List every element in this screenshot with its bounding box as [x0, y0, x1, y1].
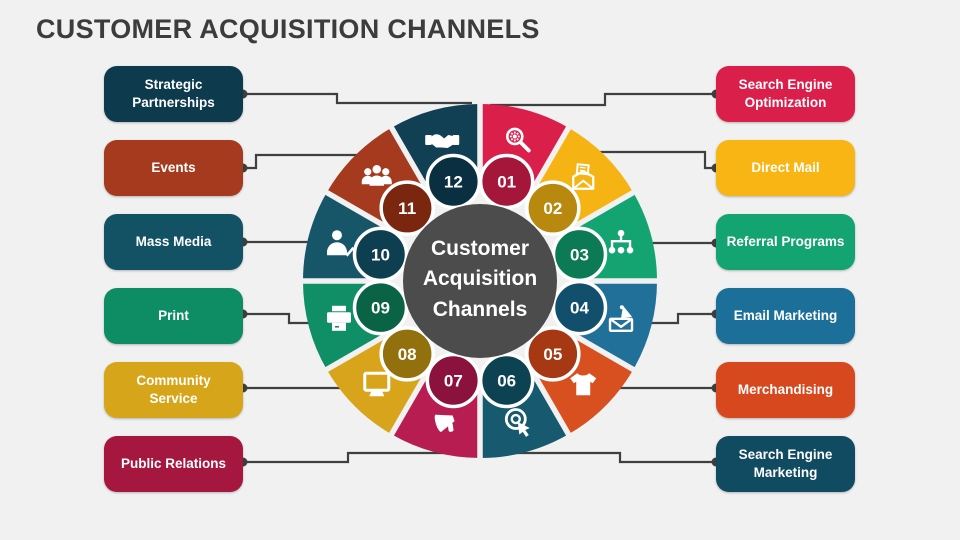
connector-line-4 — [243, 312, 325, 325]
wheel-center-circle — [403, 204, 557, 358]
segment-badge-10 — [352, 226, 409, 283]
channel-box-merchandising: Merchandising — [716, 362, 855, 418]
segment-number: 06 — [497, 371, 516, 390]
segment-number: 07 — [444, 371, 463, 390]
channel-box-direct-mail: Direct Mail — [716, 140, 855, 196]
direct-mail-icon — [572, 163, 595, 190]
email-marketing-icon — [608, 305, 634, 332]
segment-number: 11 — [398, 199, 416, 218]
connector-line-8 — [600, 150, 716, 170]
channel-box-email-marketing: Email Marketing — [716, 288, 855, 344]
channel-box-referral-programs: Referral Programs — [716, 214, 855, 270]
channel-box-community-service: Community Service — [104, 362, 243, 418]
channel-box-label: Events — [151, 160, 196, 176]
channel-box-label: Print — [158, 308, 189, 324]
person-check-icon — [326, 230, 355, 257]
channel-box-strategic-partnerships: Strategic Partnerships — [104, 66, 243, 122]
target-cursor-icon — [504, 408, 530, 437]
printer-icon — [326, 305, 351, 331]
channel-box-label: Search Engine Optimization — [738, 77, 833, 110]
channel-box-search-engine-optimization: Search Engine Optimization — [716, 66, 855, 122]
segment-badge-02 — [525, 180, 581, 236]
seo-magnifier-gear-icon — [505, 127, 531, 153]
connector-line-6 — [243, 451, 492, 464]
channel-box-events: Events — [104, 140, 243, 196]
segment-badge-08 — [379, 326, 435, 382]
segment-number: 12 — [444, 173, 463, 192]
segment-badge-04 — [551, 279, 608, 336]
segment-number: 10 — [371, 245, 390, 264]
channel-box-label: Strategic Partnerships — [132, 77, 215, 110]
connector-line-7 — [490, 92, 716, 107]
segment-number: 09 — [371, 299, 390, 318]
handshake-icon — [425, 134, 460, 148]
segment-number: 04 — [570, 299, 589, 318]
channel-box-label: Merchandising — [737, 382, 834, 398]
segment-number: 08 — [398, 345, 417, 364]
segment-number: 01 — [497, 173, 516, 192]
segment-badge-07 — [425, 352, 482, 409]
channel-box-public-relations: Public Relations — [104, 436, 243, 492]
connector-line-2 — [243, 153, 362, 170]
referral-network-icon — [608, 229, 634, 254]
people-group-icon — [361, 164, 392, 186]
channel-box-mass-media: Mass Media — [104, 214, 243, 270]
segment-number: 03 — [570, 245, 589, 264]
channel-box-label: Email Marketing — [733, 308, 838, 324]
connector-line-12 — [468, 451, 716, 464]
channel-box-print: Print — [104, 288, 243, 344]
tshirt-icon — [570, 373, 597, 396]
segment-badge-11 — [379, 180, 435, 236]
channel-box-label: Mass Media — [135, 234, 212, 250]
segment-badge-12 — [425, 153, 482, 210]
channel-box-label: Public Relations — [120, 456, 227, 472]
channel-box-search-engine-marketing: Search Engine Marketing — [716, 436, 855, 492]
segment-badge-05 — [525, 326, 581, 382]
channel-box-label: Referral Programs — [726, 234, 845, 250]
channel-box-label: Community Service — [136, 373, 211, 406]
channel-box-label: Direct Mail — [751, 160, 820, 176]
channel-box-label: Search Engine Marketing — [738, 447, 833, 480]
segment-number: 02 — [543, 199, 562, 218]
connector-line-1 — [243, 92, 472, 105]
page-title: CUSTOMER ACQUISITION CHANNELS — [36, 14, 540, 44]
monitor-icon — [363, 371, 391, 397]
segment-number: 05 — [543, 345, 562, 364]
megaphone-icon — [434, 414, 455, 432]
connector-line-10 — [637, 312, 716, 325]
wheel-center-label: Customer Acquisition Channels — [422, 237, 538, 321]
